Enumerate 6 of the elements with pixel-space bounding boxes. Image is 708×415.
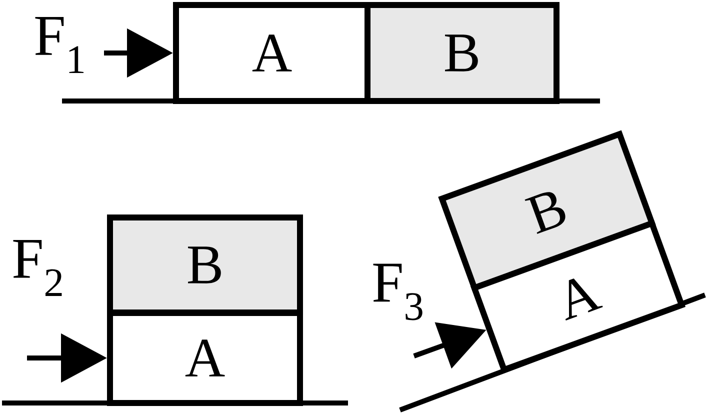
block: A (173, 2, 371, 104)
block: B (107, 214, 303, 316)
block: B (364, 2, 560, 104)
force-label: F$_{1}$ (35, 17, 84, 73)
force-label: F$_{3}$ (373, 264, 422, 320)
force-label: F$_{2}$ (13, 240, 62, 296)
